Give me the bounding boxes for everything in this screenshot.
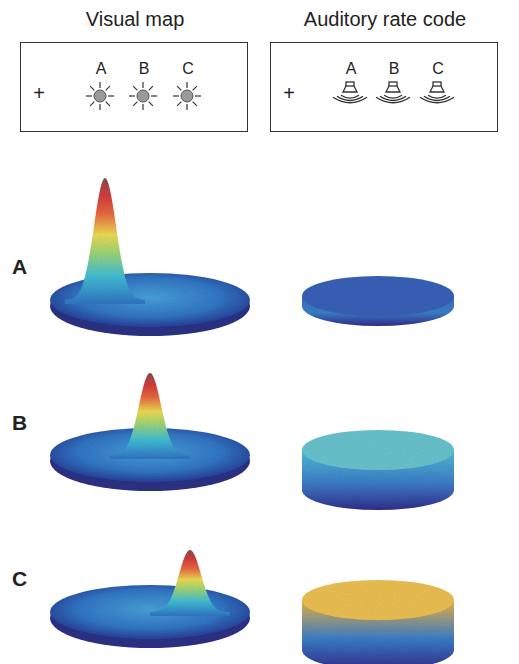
location-letter: A <box>96 61 107 77</box>
speaker-icon <box>376 82 410 103</box>
speaker-icon <box>333 82 367 103</box>
panel-label: A <box>12 256 27 277</box>
location-letter: C <box>432 61 444 77</box>
disc-top <box>302 276 454 316</box>
stimulus-panel: Auditory rate code+ABC <box>270 42 498 132</box>
panel-title: Visual map <box>86 9 185 29</box>
activity-peak <box>110 373 190 459</box>
location-letter: B <box>389 61 400 77</box>
fixation-cross: + <box>283 83 295 103</box>
rate-disc <box>302 580 454 664</box>
rate-disc <box>302 430 454 510</box>
stimulus-panel: Visual map+ABC <box>20 42 248 132</box>
rate-disc <box>302 276 454 326</box>
location-letter: C <box>182 61 194 77</box>
fixation-cross: + <box>33 83 45 103</box>
light-icon <box>129 82 157 110</box>
visual-surface <box>50 178 250 336</box>
location-letter: A <box>346 61 357 77</box>
light-icon <box>173 82 201 110</box>
panel-label: C <box>12 568 27 589</box>
disc-top <box>302 430 454 470</box>
panel-label: B <box>12 412 27 433</box>
location-letter: B <box>139 61 150 77</box>
disc-top <box>302 580 454 620</box>
visual-surface <box>50 550 250 648</box>
light-icon <box>86 82 114 110</box>
speaker-icon <box>420 82 454 103</box>
panel-title: Auditory rate code <box>304 9 466 29</box>
activity-peak <box>150 550 230 616</box>
activity-peak <box>65 178 145 304</box>
visual-surface <box>50 373 250 491</box>
